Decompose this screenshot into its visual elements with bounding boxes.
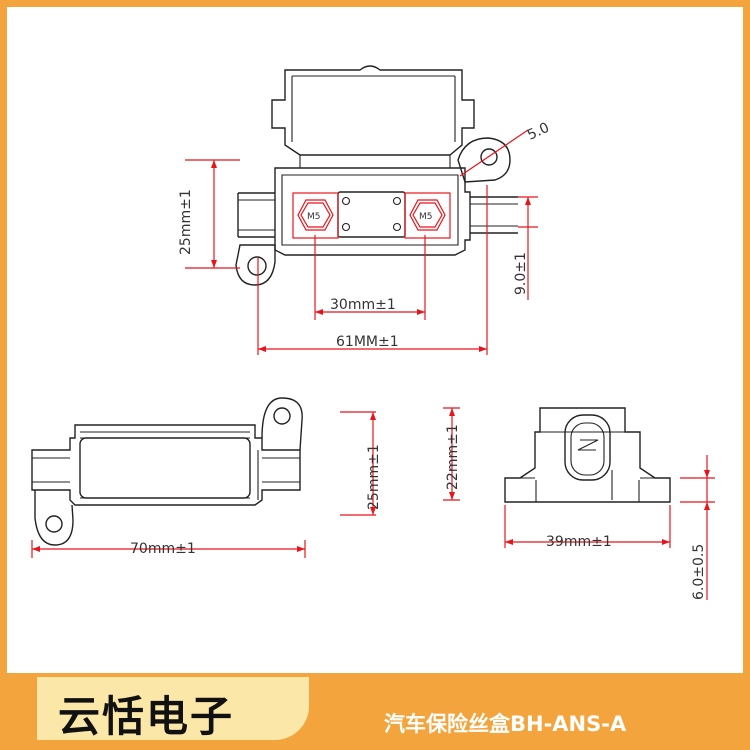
- dim-top-height: 25mm±1: [178, 189, 194, 255]
- dim-side-base: 6.0±0.5: [691, 544, 707, 600]
- dim-top-hole: 5.0: [525, 120, 552, 144]
- brand-name: 云恬电子: [58, 692, 235, 741]
- dim-top-step: 9.0±1: [513, 252, 529, 295]
- dim-front-height: 25mm±1: [366, 444, 382, 510]
- dim-top-total-width: 61MM±1: [336, 334, 399, 350]
- stud-label-left: M5: [307, 212, 321, 222]
- top-view: [185, 65, 538, 355]
- stud-label-right: M5: [419, 212, 433, 222]
- front-view: [31, 397, 376, 558]
- dim-front-length: 70mm±1: [130, 541, 196, 557]
- side-view: [443, 407, 715, 600]
- product-title: 汽车保险丝盒BH-ANS-A: [384, 712, 627, 736]
- dim-top-inner-width: 30mm±1: [330, 297, 396, 313]
- dim-side-height: 22mm±1: [445, 424, 461, 490]
- brand-box: [37, 677, 309, 740]
- dim-side-width: 39mm±1: [546, 534, 612, 550]
